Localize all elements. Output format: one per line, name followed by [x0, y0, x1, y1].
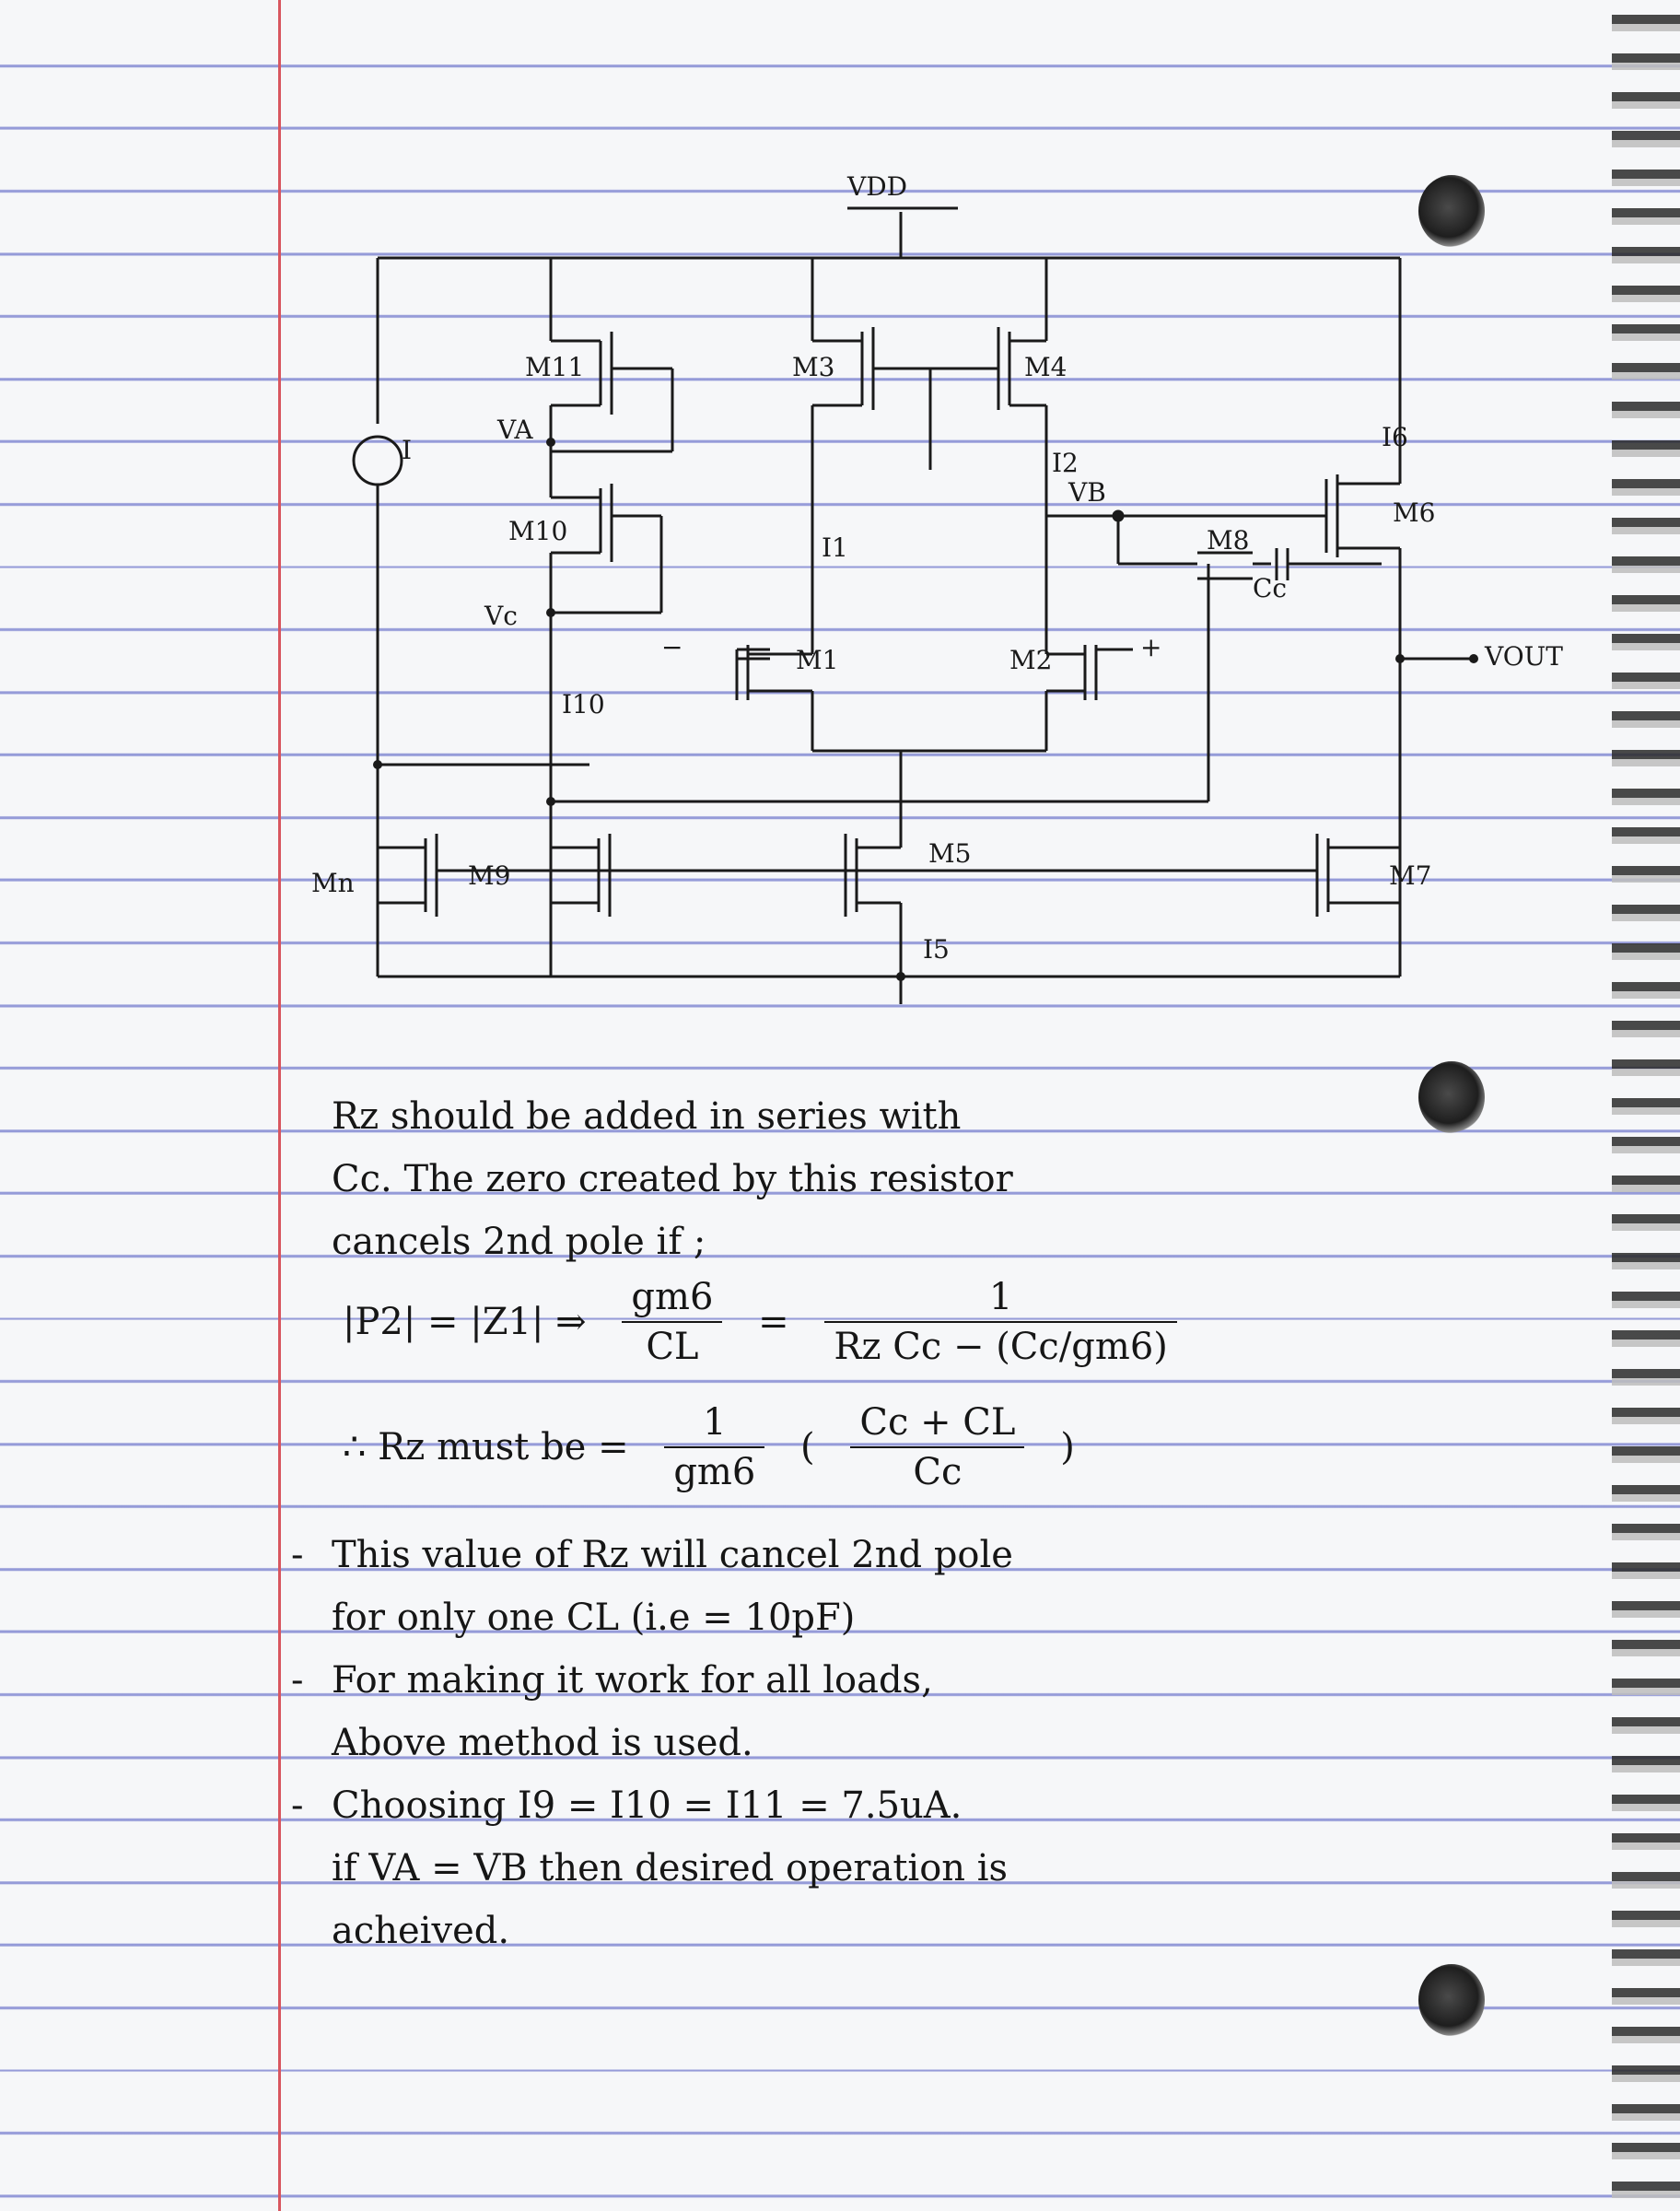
transistor-label-m1: M1: [796, 645, 838, 675]
node-vb-label: VB: [1068, 477, 1106, 508]
eq2-paren-open: (: [800, 1426, 815, 1468]
eq1-lhs: |P2| = |Z1| ⇒: [343, 1301, 587, 1343]
current-source-label: I: [402, 435, 412, 465]
eq1-right-denominator: Rz Cc − (Cc/gm6): [834, 1326, 1168, 1368]
transistor-label-m3: M3: [792, 352, 834, 382]
eq2-numerator: 1: [664, 1398, 765, 1448]
eq1-fraction-gm6-cl: gm6 CL: [622, 1273, 723, 1371]
eq1-fraction-right: 1 Rz Cc − (Cc/gm6): [824, 1273, 1177, 1371]
circuit-schematic: VDD VOUT I VA VB Vc Cc − + Mn M11 M3 M4 …: [311, 171, 1563, 1004]
vdd-label: VDD: [846, 171, 907, 202]
transistor-label-m10: M10: [508, 516, 567, 546]
transistor-m11-side-label: Mn: [311, 868, 355, 898]
note-line-2: Cc. The zero created by this resistor: [332, 1158, 1013, 1200]
current-i2-label: I2: [1052, 448, 1079, 478]
transistor-label-m6: M6: [1393, 497, 1435, 528]
transistor-label-m5: M5: [928, 838, 971, 869]
eq1-right-numerator: 1: [824, 1273, 1177, 1323]
circuit-wires: [352, 206, 1474, 1004]
node-vc-label: Vc: [484, 601, 518, 631]
eq2-fraction-cc-cl: Cc + CL Cc: [850, 1398, 1025, 1496]
current-i6-label: I6: [1382, 422, 1408, 452]
eq2-paren-denominator: Cc: [913, 1451, 962, 1493]
eq2-paren-numerator: Cc + CL: [850, 1398, 1025, 1448]
eq1-numerator: gm6: [622, 1273, 723, 1323]
eq2-denominator: gm6: [673, 1451, 756, 1493]
eq1-equals: =: [758, 1301, 789, 1343]
punch-hole-top: [1418, 175, 1485, 247]
vout-label: VOUT: [1484, 641, 1563, 672]
input-minus-label: −: [661, 632, 682, 662]
punch-hole-middle: [1418, 1061, 1485, 1133]
equation-pole-zero: |P2| = |Z1| ⇒ gm6 CL = 1 Rz Cc − (Cc/gm6…: [332, 1273, 1400, 1398]
transistor-label-m4: M4: [1024, 352, 1067, 382]
node-va-label: VA: [496, 415, 533, 445]
current-i10-label: I10: [562, 689, 605, 719]
cap-cc-label: Cc: [1253, 573, 1287, 603]
bullet-1-line-1: This value of Rz will cancel 2nd pole: [291, 1524, 1400, 1586]
current-i1-label: I1: [822, 532, 848, 563]
transistor-label-m2: M2: [1009, 645, 1052, 675]
bullet-2-line-2: Above method is used.: [332, 1722, 753, 1764]
eq2-fraction-1-gm6: 1 gm6: [664, 1398, 765, 1496]
bullet-2-line-1: For making it work for all loads,: [291, 1649, 1400, 1712]
transistor-label-m8: M8: [1207, 525, 1249, 556]
punch-holes: [1418, 0, 1501, 2211]
bullet-3-line-1: Choosing I9 = I10 = I11 = 7.5uA.: [291, 1774, 1400, 1837]
handwritten-notes: Rz should be added in series with Cc. Th…: [291, 1085, 1400, 1962]
bullet-3-line-3: acheived.: [332, 1910, 510, 1952]
eq1-denominator: CL: [646, 1326, 699, 1368]
margin-line: [278, 0, 281, 2211]
spiral-binding: [1612, 0, 1680, 2211]
current-i5-label: I5: [923, 934, 950, 965]
note-line-3: cancels 2nd pole if ;: [332, 1221, 706, 1263]
equation-rz: ∴ Rz must be = 1 gm6 ( Cc + CL Cc ): [332, 1398, 1400, 1524]
eq2-lhs: ∴ Rz must be =: [343, 1426, 629, 1468]
bullet-3-line-2: if VA = VB then desired operation is: [332, 1847, 1009, 1889]
transistor-label-m7: M7: [1389, 860, 1431, 891]
transistor-label-m11: M11: [525, 352, 584, 382]
bullet-1-line-2: for only one CL (i.e = 10pF): [332, 1597, 856, 1639]
eq2-paren-close: ): [1060, 1426, 1075, 1468]
circuit-dots: [373, 438, 1478, 981]
note-line-1: Rz should be added in series with: [332, 1095, 962, 1138]
input-plus-label: +: [1140, 632, 1161, 662]
punch-hole-bottom: [1418, 1964, 1485, 2036]
transistor-label-m9: M9: [468, 860, 510, 891]
